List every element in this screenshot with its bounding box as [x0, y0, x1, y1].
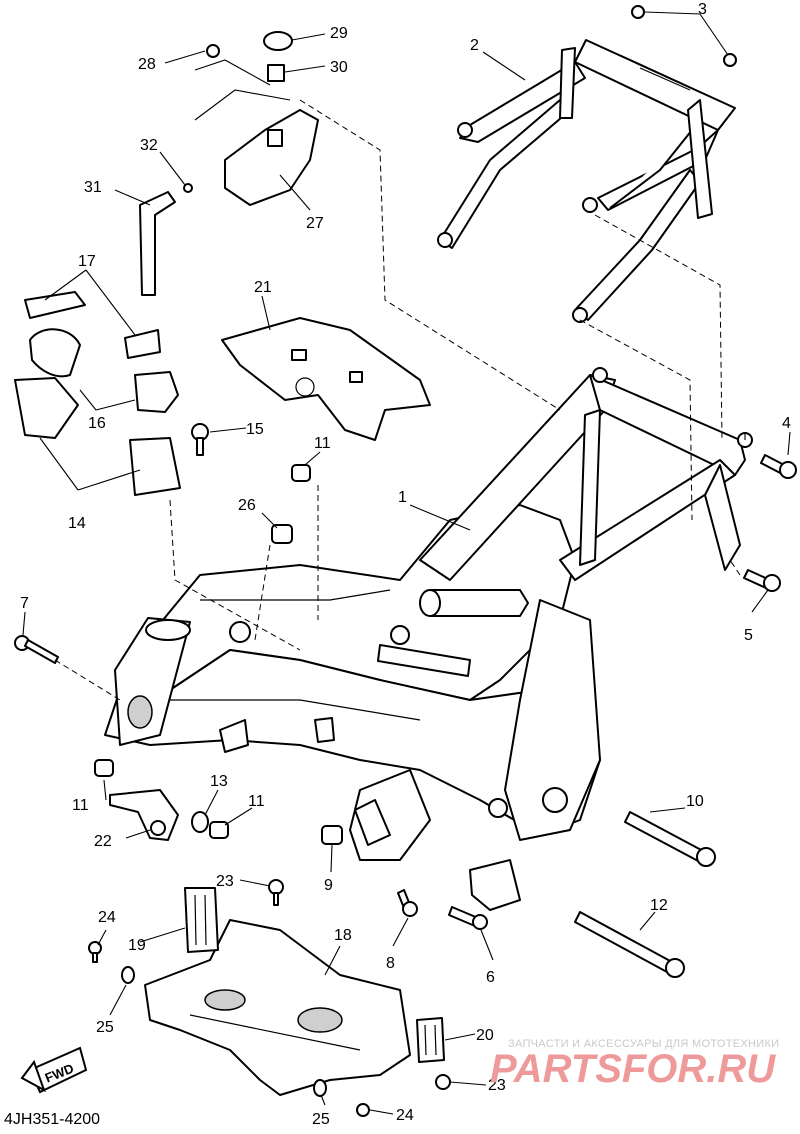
label-11-mid: 11: [248, 793, 265, 810]
clip-32: [183, 183, 193, 193]
bolt-6: [448, 906, 488, 930]
collar-9: [321, 825, 343, 845]
label-17: 17: [78, 253, 96, 270]
label-7: 7: [20, 595, 29, 612]
label-10: 10: [686, 793, 704, 810]
label-9: 9: [324, 877, 333, 894]
bolt-4: [760, 454, 797, 479]
label-24-bottom: 24: [396, 1107, 414, 1124]
assembly-guides: [54, 99, 741, 701]
label-11-top: 11: [314, 435, 331, 452]
bolt-12: [574, 911, 685, 978]
fastener-23: [268, 879, 451, 1090]
block-19: [184, 887, 219, 953]
label-14: 14: [68, 515, 86, 532]
hose-31: [139, 191, 176, 296]
label-26: 26: [238, 497, 256, 514]
screw-28: [206, 44, 220, 58]
collar-26: [271, 524, 293, 544]
label-2: 2: [470, 37, 479, 54]
collar-11: [94, 464, 311, 839]
watermark: ЗАПЧАСТИ И АКСЕССУАРЫ ДЛЯ МОТОТЕХНИКИ PA…: [490, 1038, 779, 1091]
label-4: 4: [782, 415, 791, 432]
label-19: 19: [128, 937, 146, 954]
fwd-arrow-icon: FWD: [20, 1046, 88, 1094]
label-32: 32: [140, 137, 158, 154]
label-31: 31: [84, 179, 102, 196]
bolt-10: [624, 811, 716, 867]
cover-16: [29, 328, 179, 413]
plate-21: [221, 317, 431, 441]
label-20: 20: [476, 1027, 494, 1044]
washer-25: [121, 966, 327, 1097]
undertray-18: [144, 919, 411, 1096]
washer-13: [191, 811, 209, 833]
bolt-8: [397, 889, 418, 917]
label-24-left: 24: [98, 909, 116, 926]
label-11-left: 11: [72, 797, 89, 814]
label-29: 29: [330, 25, 348, 42]
diagram-code: 4JH351-4200: [4, 1111, 100, 1128]
label-13: 13: [210, 773, 228, 790]
label-23-bottom: 23: [488, 1077, 506, 1094]
label-1: 1: [398, 489, 407, 506]
clamp-17: [24, 291, 161, 359]
block-20: [416, 1017, 445, 1063]
label-15: 15: [246, 421, 264, 438]
label-8: 8: [386, 955, 395, 972]
watermark-brand: PARTSFOR.RU: [490, 1047, 776, 1091]
rear-subframe: [437, 39, 736, 323]
label-5: 5: [744, 627, 753, 644]
label-30: 30: [330, 59, 348, 76]
bracket-14: [14, 377, 181, 496]
bolt-7: [14, 635, 59, 664]
label-21: 21: [254, 279, 272, 296]
label-28: 28: [138, 56, 156, 73]
label-16: 16: [88, 415, 106, 432]
cap-29: [263, 31, 293, 51]
label-23-top: 23: [216, 873, 234, 890]
watermark-caption: ЗАПЧАСТИ И АКСЕССУАРЫ ДЛЯ МОТОТЕХНИКИ: [508, 1038, 779, 1050]
label-27: 27: [306, 215, 324, 232]
label-12: 12: [650, 897, 668, 914]
label-25-left: 25: [96, 1019, 114, 1036]
bracket-22: [109, 789, 179, 841]
nut-3: [631, 5, 737, 67]
main-frame: [104, 367, 753, 911]
bolt-5: [743, 569, 781, 592]
cap-30: [267, 64, 285, 82]
label-6: 6: [486, 969, 495, 986]
label-25-bottom: 25: [312, 1111, 330, 1128]
reservoir-assembly: [139, 31, 319, 296]
label-18: 18: [334, 927, 352, 944]
part-labels: 1 2 3 4 5 6 7 8 9 10 11 11 11 12 13 14 1…: [20, 1, 791, 1128]
label-3: 3: [698, 1, 707, 18]
leader-lines: [22, 11, 791, 1115]
label-22: 22: [94, 833, 112, 850]
bolt-15: [191, 423, 209, 456]
